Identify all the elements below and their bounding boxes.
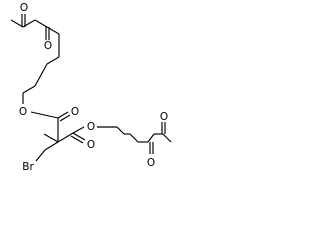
atom-oxygen-top-ketone-2: O bbox=[44, 40, 52, 52]
bond-top-chain-4 bbox=[34, 63, 48, 87]
bond-top-ester-carbonyl bbox=[30, 111, 59, 119]
bond-bottom-chain-4 bbox=[129, 133, 139, 143]
bond-top-diketone bbox=[34, 19, 48, 28]
bond-bottom-methyl bbox=[162, 133, 172, 143]
bond-top-chain-1 bbox=[46, 26, 60, 35]
bond-top-carbonyl-double-a bbox=[57, 111, 69, 119]
bond-top-chain-3 bbox=[46, 56, 60, 65]
bond-quaternary-ch2 bbox=[44, 141, 59, 151]
bond-ch2-br bbox=[35, 149, 46, 162]
bond-top-methyl bbox=[10, 19, 24, 28]
bond-bottom-carbonyl-double-a bbox=[72, 132, 86, 141]
atom-bromine: Br bbox=[22, 161, 34, 173]
atom-oxygen-top-ester: O bbox=[19, 106, 27, 118]
atom-oxygen-top-carbonyl: O bbox=[71, 106, 79, 118]
atom-oxygen-bottom-ketone-1: O bbox=[147, 157, 155, 169]
bond-bottom-carbonyl-double-b bbox=[70, 135, 84, 144]
bond-bottom-diketone-1 bbox=[147, 133, 155, 143]
atom-oxygen-bottom-ester: O bbox=[87, 121, 95, 133]
bond-quaternary-bottom-carbonyl bbox=[57, 132, 74, 143]
atom-oxygen-top-ketone-1: O bbox=[20, 2, 28, 14]
bond-quaternary-methyl bbox=[43, 133, 59, 143]
atom-oxygen-bottom-carbonyl: O bbox=[87, 139, 95, 151]
chemical-structure: O O O O O O O O Br bbox=[10, 2, 172, 173]
bond-bottom-chain-2 bbox=[116, 126, 125, 135]
bond-bottom-ester-o bbox=[72, 126, 85, 134]
atom-oxygen-bottom-ketone-2: O bbox=[160, 111, 168, 123]
bond-top-chain-5 bbox=[22, 85, 36, 94]
bond-top-carbonyl-double-b bbox=[59, 114, 71, 122]
